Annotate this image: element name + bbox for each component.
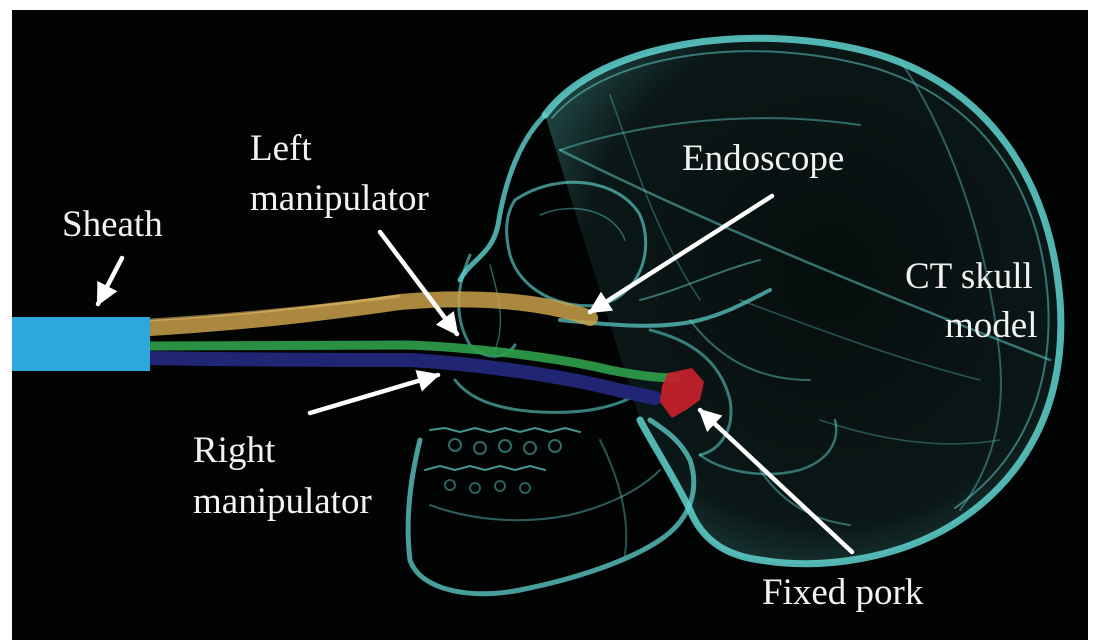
label-right-manipulator-line2: manipulator: [193, 481, 372, 522]
label-fixed-pork: Fixed pork: [762, 572, 924, 613]
label-left-manipulator-line2: manipulator: [250, 178, 429, 219]
label-ct-skull-line2: model: [945, 305, 1037, 346]
sheath-block: [12, 317, 150, 371]
label-endoscope: Endoscope: [682, 138, 844, 179]
label-sheath: Sheath: [62, 204, 163, 245]
label-left-manipulator-line1: Left: [250, 128, 312, 169]
label-right-manipulator-line1: Right: [193, 430, 276, 471]
label-ct-skull-line1: CT skull: [905, 256, 1033, 297]
